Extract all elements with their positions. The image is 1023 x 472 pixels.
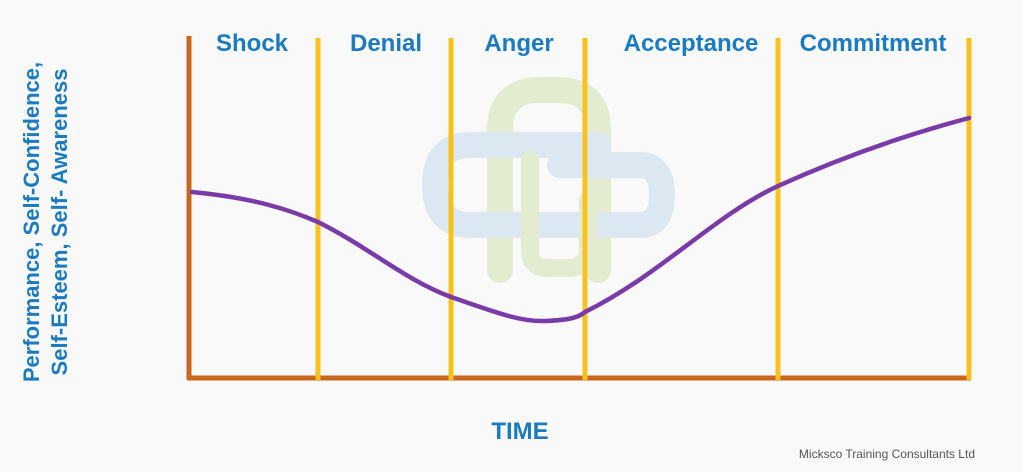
- stage-dividers: [315, 38, 972, 380]
- change-curve: [189, 115, 972, 324]
- stage-label-commitment: Commitment: [800, 30, 947, 57]
- stage-label-acceptance: Acceptance: [624, 30, 759, 57]
- stage-label-shock: Shock: [216, 30, 289, 57]
- y-axis-label-line-1: Performance, Self-Confidence,: [19, 61, 44, 383]
- x-axis-label: TIME: [491, 418, 549, 445]
- credit-text: Micksco Training Consultants Ltd: [798, 447, 975, 461]
- stage-label-anger: Anger: [484, 30, 553, 57]
- y-axis-label-line-2: Self-Esteem, Self- Awareness: [47, 68, 72, 376]
- stage-label-denial: Denial: [350, 30, 422, 57]
- logo-watermark-icon: [421, 77, 676, 283]
- y-axis-label: Performance, Self-Confidence, Self-Estee…: [18, 2, 74, 442]
